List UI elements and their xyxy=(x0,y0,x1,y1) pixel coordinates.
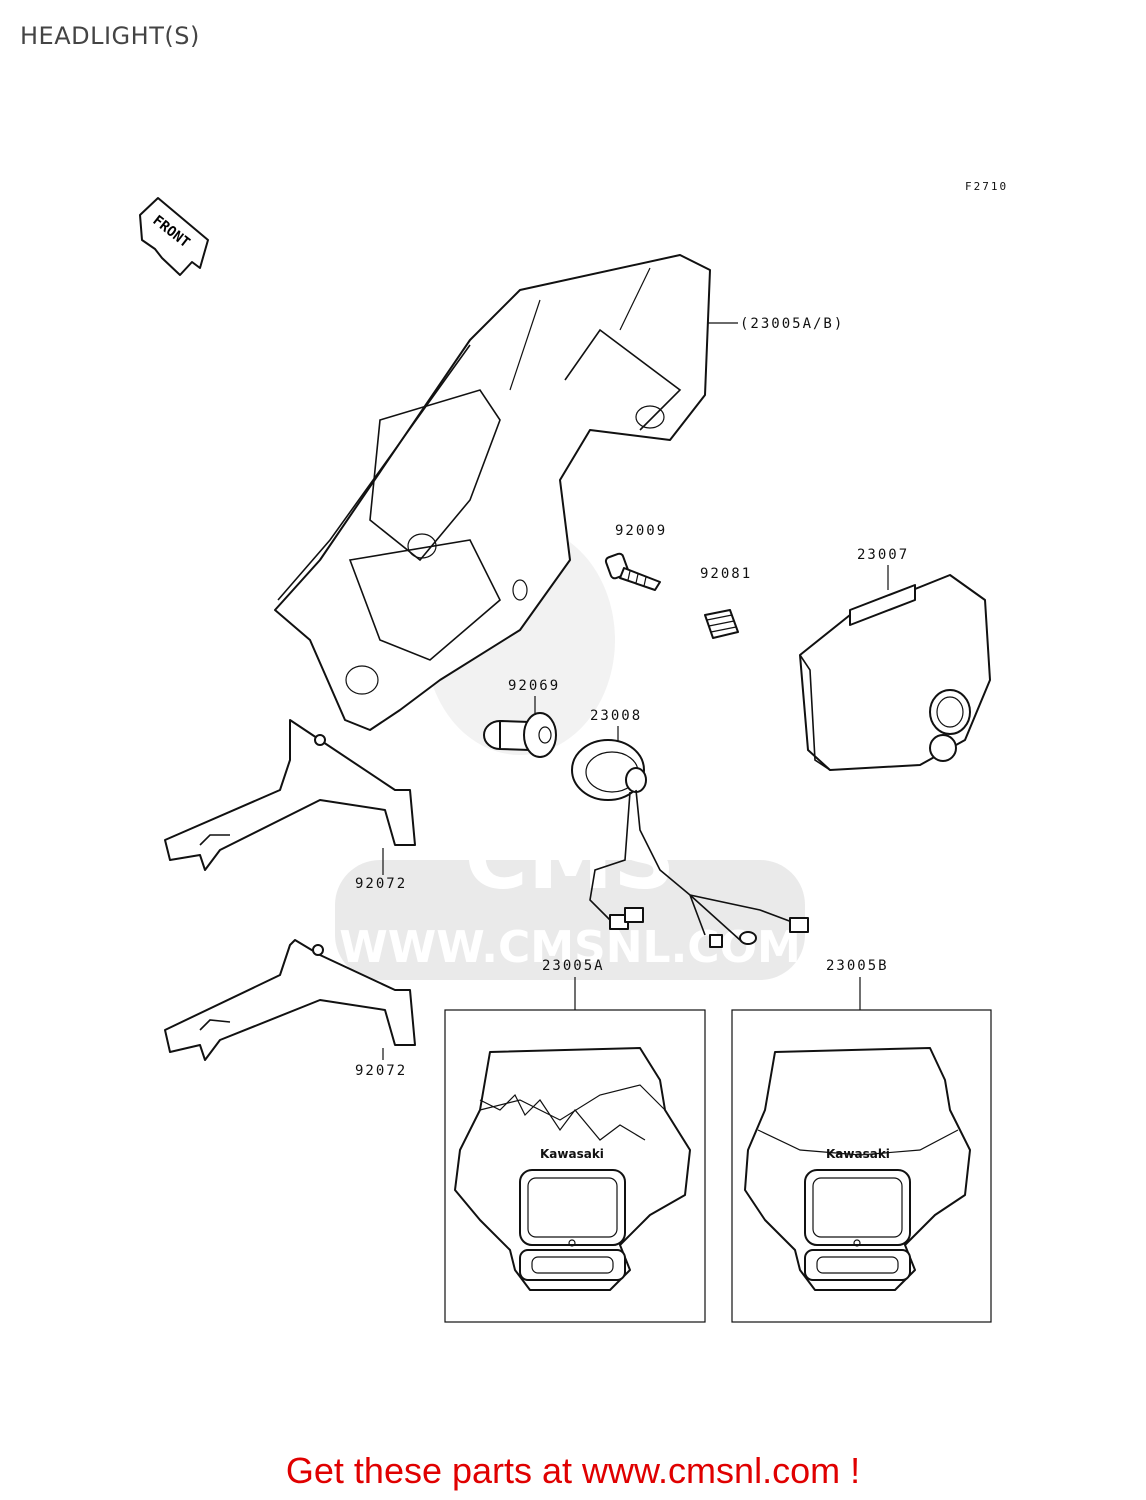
headlight-cover-drawing xyxy=(274,254,711,731)
page-title: HEADLIGHT(S) xyxy=(20,22,200,50)
cmsnl-watermark: CMS WWW.CMSNL.COM xyxy=(335,525,805,980)
label-cover-a: 23005A xyxy=(542,958,605,974)
watermark-logo: CMS xyxy=(465,809,676,909)
cover-a-box xyxy=(444,1009,706,1323)
band-lower-drawing xyxy=(164,939,416,1061)
spring-drawing xyxy=(704,609,739,639)
label-bulb: 92069 xyxy=(508,678,560,694)
label-band-upper: 92072 xyxy=(355,876,407,892)
label-headlight-unit: 23007 xyxy=(857,547,909,563)
cover-a-drawing: Kawasaki xyxy=(454,1047,691,1291)
parts-diagram: CMS WWW.CMSNL.COM F2710 FRONT (23005A/B)… xyxy=(139,180,1008,1323)
label-cover-b: 23005B xyxy=(826,958,889,974)
brand-decal-b: Kawasaki xyxy=(826,1147,890,1161)
label-band-lower: 92072 xyxy=(355,1063,407,1079)
bulb-drawing xyxy=(483,712,557,758)
brand-decal-a: Kawasaki xyxy=(540,1147,604,1161)
bolt-drawing xyxy=(604,552,661,591)
figure-code: F2710 xyxy=(965,180,1008,193)
footer-link-text[interactable]: Get these parts at www.cmsnl.com ! xyxy=(285,1450,861,1491)
cover-b-box xyxy=(731,1009,992,1323)
watermark-url: WWW.CMSNL.COM xyxy=(339,922,801,973)
headlight-unit-drawing xyxy=(799,574,991,771)
front-arrow-icon: FRONT xyxy=(139,197,209,276)
cover-b-drawing: Kawasaki xyxy=(744,1047,971,1291)
label-bolt: 92009 xyxy=(615,523,667,539)
socket-drawing xyxy=(571,739,809,948)
band-upper-drawing xyxy=(164,719,416,871)
label-cover-assy: (23005A/B) xyxy=(740,316,844,332)
label-spring: 92081 xyxy=(700,566,752,582)
label-socket: 23008 xyxy=(590,708,642,724)
